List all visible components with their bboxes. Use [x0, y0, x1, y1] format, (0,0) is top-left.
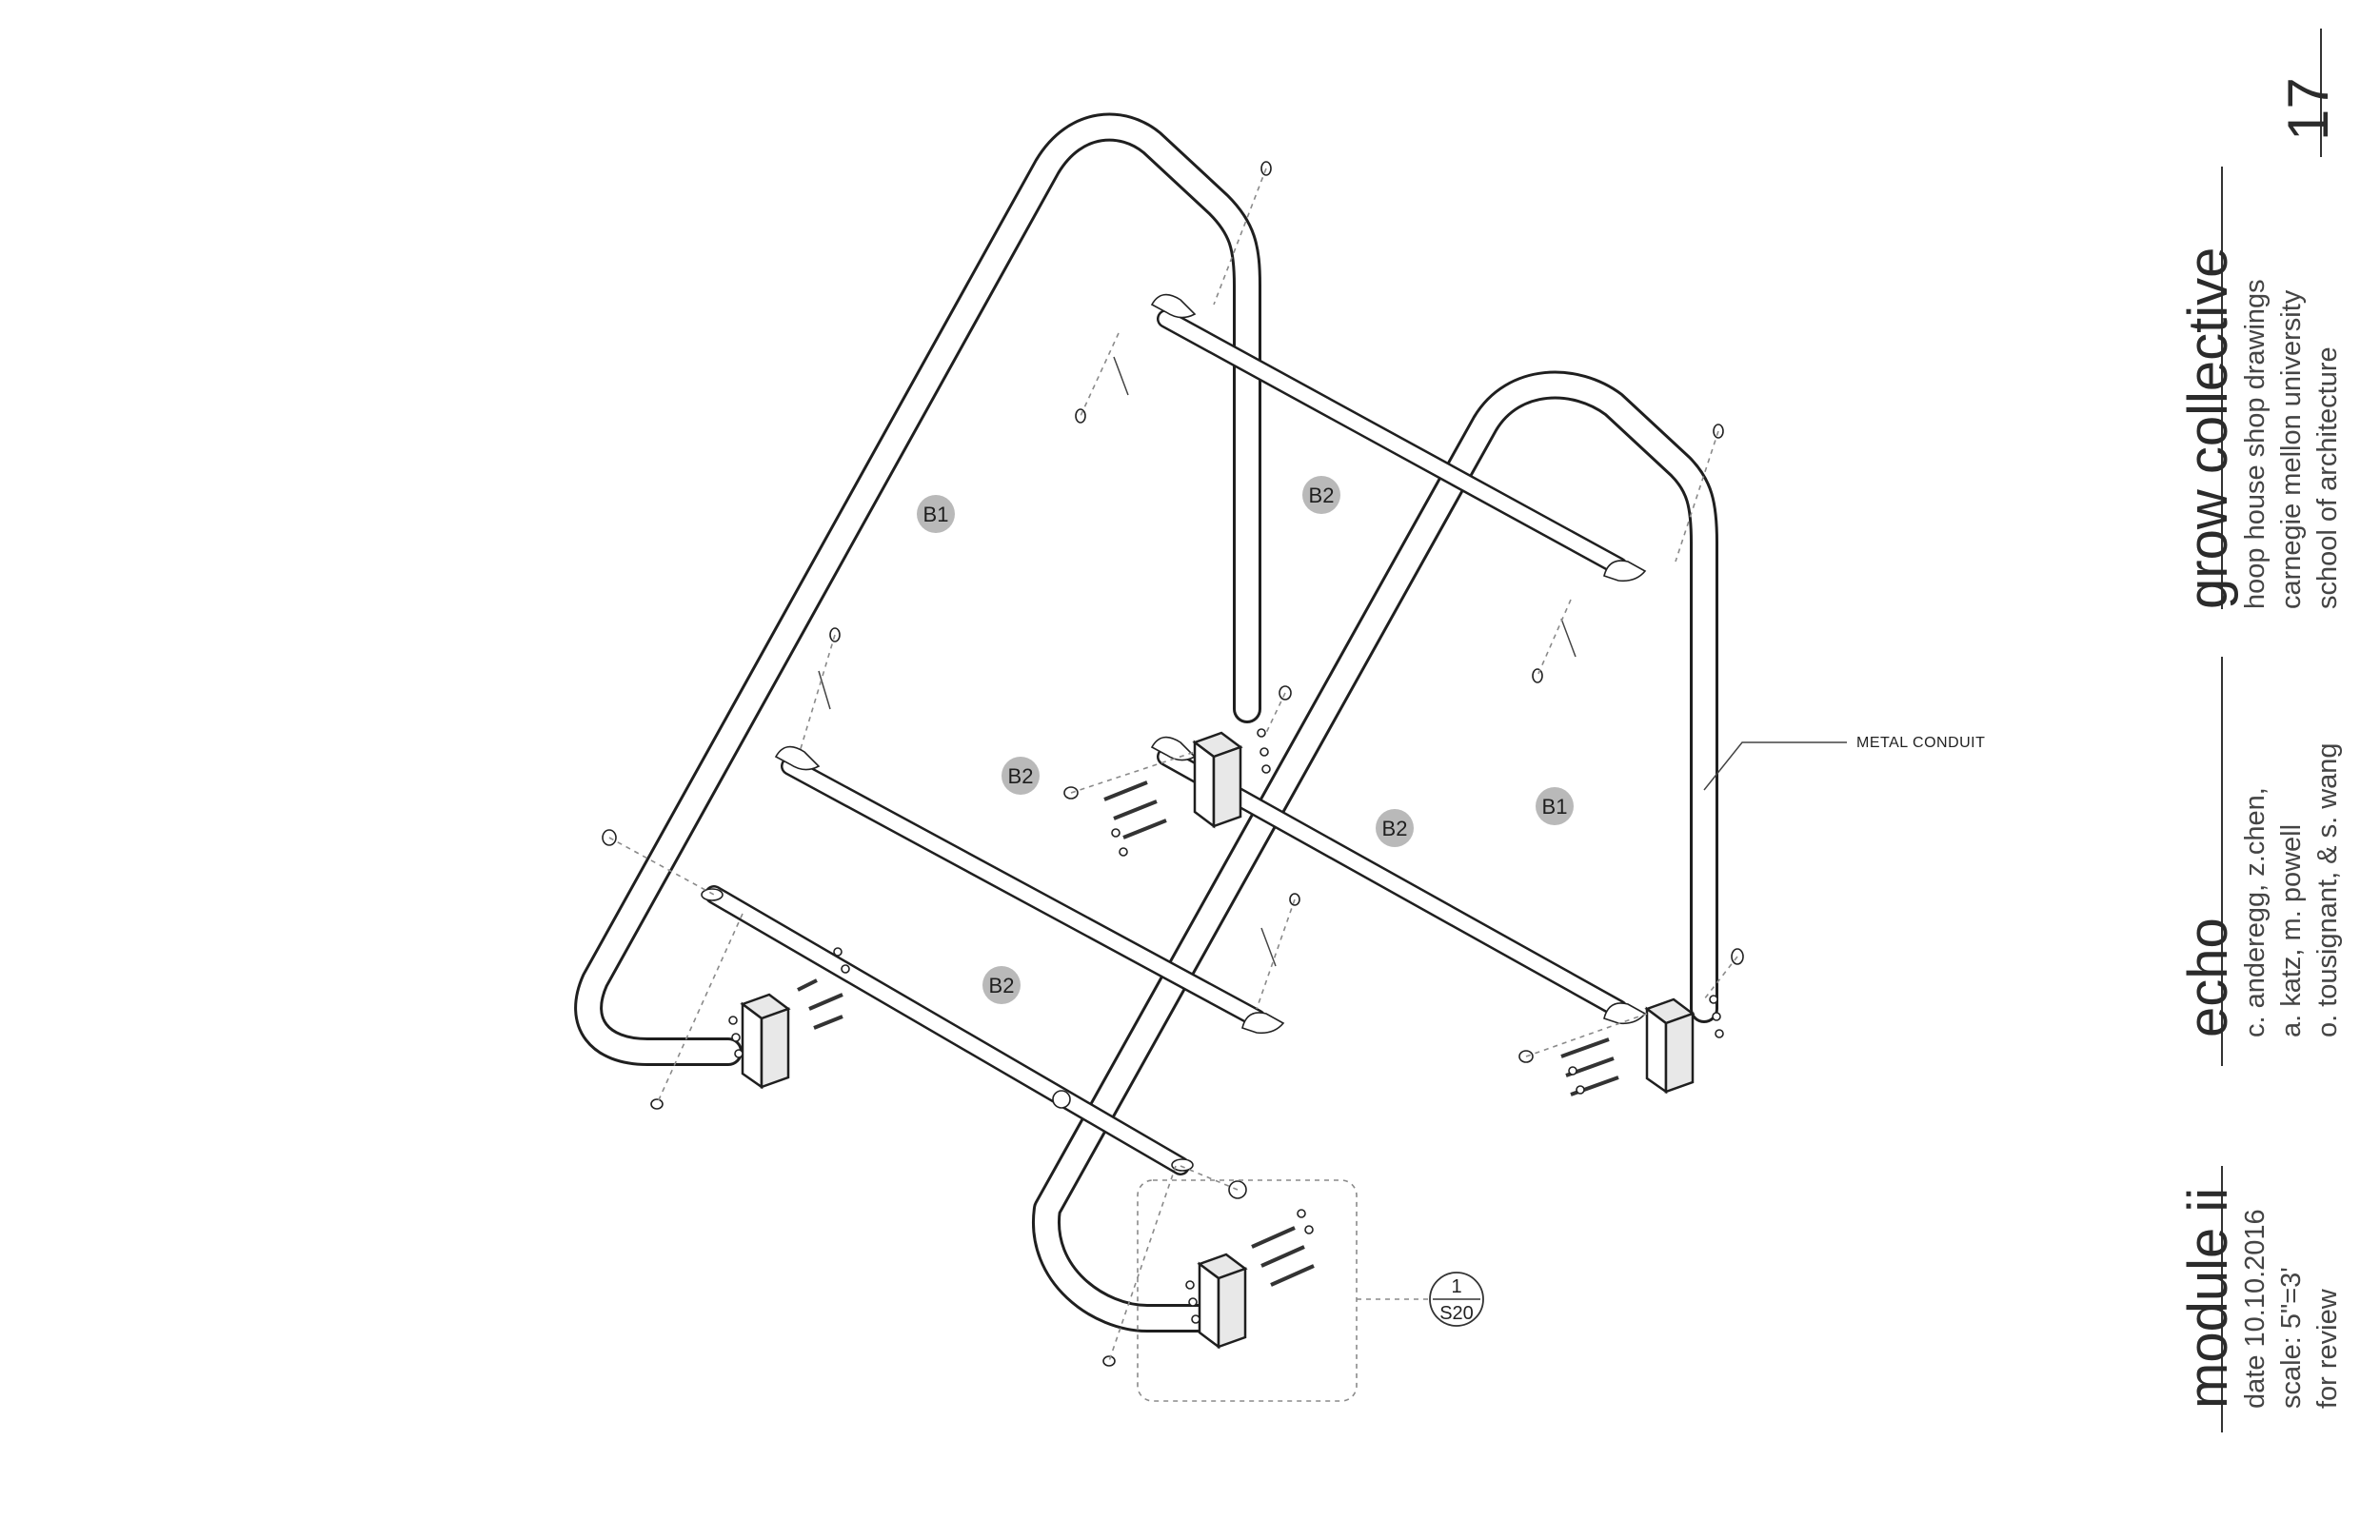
part-tags: B1 B2 B2 B2 B1 B2	[917, 476, 1574, 1004]
assembly-lines	[608, 168, 1738, 1402]
metal-conduit-callout: METAL CONDUIT	[1703, 735, 1985, 791]
team-line-3: o. tousignant, & s. wang	[2312, 742, 2343, 1037]
divider-page	[2320, 29, 2322, 157]
section-sheet: S20	[1439, 1303, 1474, 1324]
saddle-clamps	[774, 293, 1647, 1035]
team-title: echo	[2177, 918, 2239, 1037]
project-block: grow collective hoop house shop drawings…	[2177, 247, 2346, 609]
module-title: module ii	[2177, 1187, 2239, 1409]
project-title: grow collective	[2177, 247, 2239, 609]
tag-b2-left: B2	[1008, 764, 1034, 788]
project-line-1: hoop house shop drawings	[2240, 279, 2271, 609]
page-number-block: 17	[2276, 77, 2340, 141]
team-line-1: c. anderegg, z.chen,	[2240, 787, 2271, 1037]
page-number: 17	[2276, 77, 2340, 141]
divider-module	[2221, 1166, 2223, 1432]
section-reference: 1 S20	[1429, 1272, 1484, 1327]
base-blocks	[740, 731, 1696, 1350]
team-block: echo c. anderegg, z.chen, a. katz, m. po…	[2177, 742, 2346, 1037]
divider-team	[2221, 657, 2223, 1066]
module-block: module ii date 10.10.2016 scale: 5"=3' f…	[2177, 1187, 2346, 1409]
front-hoop-frame	[1032, 370, 1718, 1333]
back-hoop-frame	[574, 112, 1261, 1066]
tag-b2-bottom: B2	[989, 974, 1015, 997]
module-date: date 10.10.2016	[2240, 1209, 2271, 1409]
section-number: 1	[1451, 1276, 1461, 1297]
project-line-3: school of architecture	[2312, 346, 2343, 609]
tag-b2-right: B2	[1382, 817, 1408, 840]
metal-conduit-label: METAL CONDUIT	[1856, 735, 1985, 751]
module-status: for review	[2312, 1289, 2343, 1409]
tag-b2-top: B2	[1309, 484, 1335, 507]
divider-project	[2221, 167, 2223, 609]
module-scale: scale: 5"=3'	[2276, 1267, 2307, 1409]
tag-b1-front: B1	[1542, 795, 1568, 819]
team-line-2: a. katz, m. powell	[2276, 823, 2307, 1037]
project-line-2: carnegie mellon university	[2276, 289, 2307, 609]
tag-b1-back: B1	[923, 503, 949, 526]
